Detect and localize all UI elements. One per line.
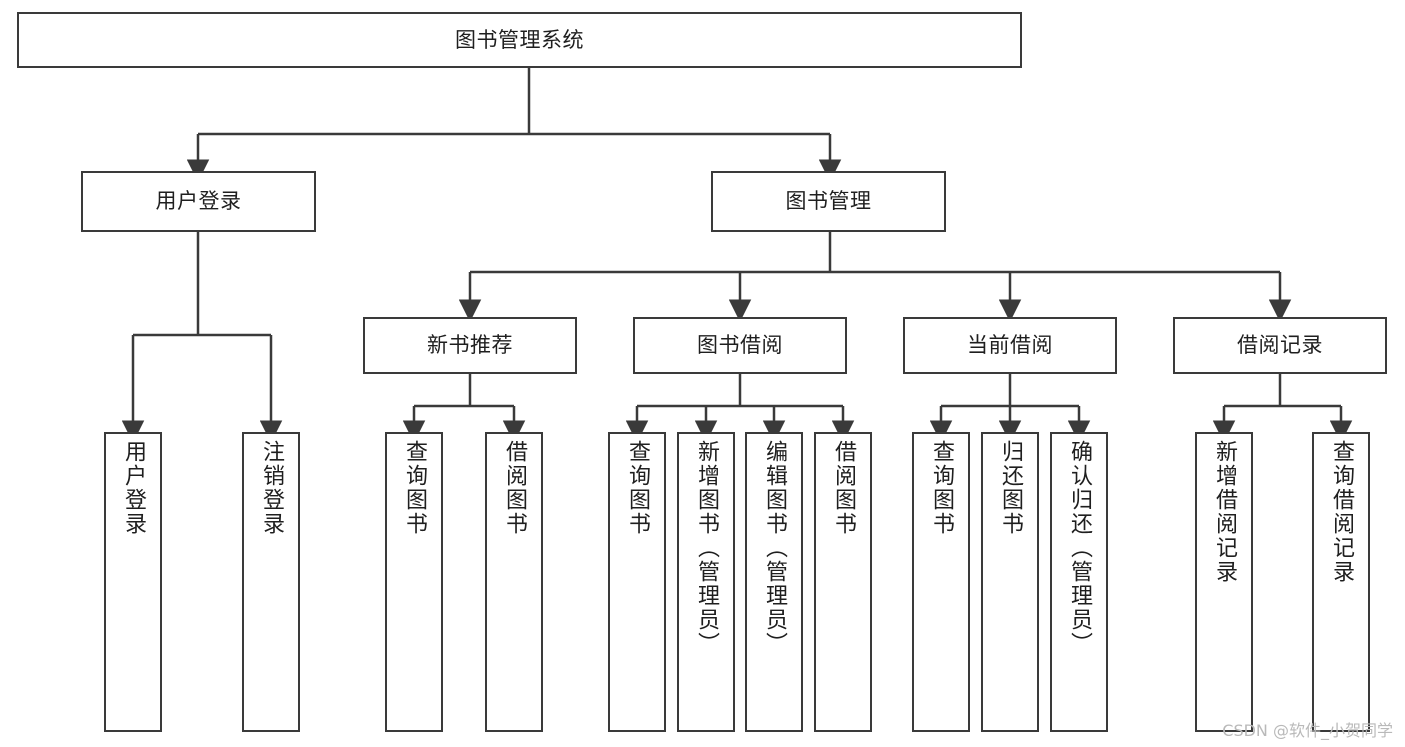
node-leaf-return-book[interactable]: 归还图书	[981, 432, 1039, 732]
node-leaf-user-logout-label: 注销登录	[258, 440, 284, 536]
node-new-book-recommend-label: 新书推荐	[427, 333, 513, 357]
node-current-borrow[interactable]: 当前借阅	[903, 317, 1117, 374]
node-leaf-borrow-book-1[interactable]: 借阅图书	[485, 432, 543, 732]
node-leaf-edit-book-label: 编辑图书（管理员）	[761, 440, 787, 656]
node-user-login-label: 用户登录	[155, 189, 242, 213]
node-leaf-query-record[interactable]: 查询借阅记录	[1312, 432, 1370, 732]
node-leaf-query-book-2-label: 查询图书	[624, 440, 650, 536]
node-leaf-add-book[interactable]: 新增图书（管理员）	[677, 432, 735, 732]
node-leaf-user-logout[interactable]: 注销登录	[242, 432, 300, 732]
node-book-manage-label: 图书管理	[785, 189, 872, 213]
node-leaf-query-book-3[interactable]: 查询图书	[912, 432, 970, 732]
node-borrow-record[interactable]: 借阅记录	[1173, 317, 1387, 374]
node-leaf-confirm-return-label: 确认归还（管理员）	[1066, 440, 1092, 656]
node-leaf-user-login[interactable]: 用户登录	[104, 432, 162, 732]
node-leaf-query-book-1-label: 查询图书	[401, 440, 427, 536]
node-leaf-confirm-return[interactable]: 确认归还（管理员）	[1050, 432, 1108, 732]
node-root-label: 图书管理系统	[455, 27, 584, 52]
node-leaf-query-book-2[interactable]: 查询图书	[608, 432, 666, 732]
node-new-book-recommend[interactable]: 新书推荐	[363, 317, 577, 374]
node-root[interactable]: 图书管理系统	[17, 12, 1022, 68]
node-borrow-record-label: 借阅记录	[1237, 333, 1323, 357]
node-leaf-query-book-1[interactable]: 查询图书	[385, 432, 443, 732]
node-user-login[interactable]: 用户登录	[81, 171, 316, 232]
watermark-text: CSDN @软件_小贺同学	[1222, 721, 1393, 740]
node-leaf-borrow-book-1-label: 借阅图书	[501, 440, 527, 536]
node-leaf-borrow-book-2[interactable]: 借阅图书	[814, 432, 872, 732]
node-current-borrow-label: 当前借阅	[967, 333, 1053, 357]
node-leaf-query-record-label: 查询借阅记录	[1328, 440, 1354, 584]
node-leaf-borrow-book-2-label: 借阅图书	[830, 440, 856, 536]
node-leaf-add-record[interactable]: 新增借阅记录	[1195, 432, 1253, 732]
node-leaf-return-book-label: 归还图书	[997, 440, 1023, 536]
node-book-borrow-label: 图书借阅	[697, 333, 783, 357]
node-book-borrow[interactable]: 图书借阅	[633, 317, 847, 374]
node-book-manage[interactable]: 图书管理	[711, 171, 946, 232]
node-leaf-edit-book[interactable]: 编辑图书（管理员）	[745, 432, 803, 732]
node-leaf-user-login-label: 用户登录	[120, 440, 146, 536]
node-leaf-add-book-label: 新增图书（管理员）	[693, 440, 719, 656]
node-leaf-add-record-label: 新增借阅记录	[1211, 440, 1237, 584]
node-leaf-query-book-3-label: 查询图书	[928, 440, 954, 536]
